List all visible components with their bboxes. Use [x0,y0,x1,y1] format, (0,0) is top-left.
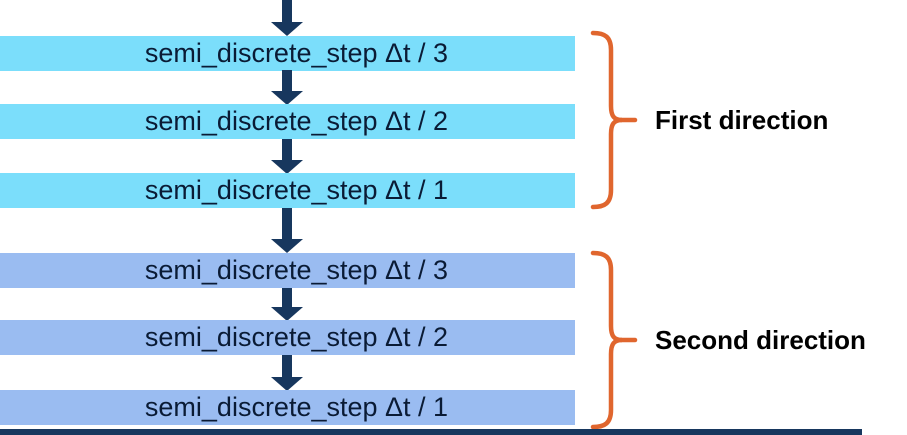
step-label: semi_discrete_step Δt / 1 [144,175,449,205]
step-box-first-2: semi_discrete_step Δt / 2 [0,104,575,139]
step-label: semi_discrete_step Δt / 3 [144,38,449,68]
curly-brace-icon [590,30,638,210]
arrow-down-icon [271,70,303,105]
step-label: semi_discrete_step Δt / 2 [144,106,449,136]
first-direction-label: First direction [655,105,829,135]
step-label: semi_discrete_step Δt / 3 [144,255,449,285]
arrow-down-icon [271,288,303,321]
step-box-second-3: semi_discrete_step Δt / 3 [0,253,575,288]
arrow-down-icon [271,139,303,174]
curly-brace-icon [590,250,638,430]
arrow-down-icon [271,208,303,253]
bottom-edge-bar [0,429,862,435]
step-label: semi_discrete_step Δt / 1 [144,392,449,422]
step-box-first-1: semi_discrete_step Δt / 1 [0,173,575,208]
step-box-first-3: semi_discrete_step Δt / 3 [0,36,575,71]
step-box-second-1: semi_discrete_step Δt / 1 [0,390,575,425]
step-box-second-2: semi_discrete_step Δt / 2 [0,320,575,355]
arrow-down-icon [271,355,303,391]
step-label: semi_discrete_step Δt / 2 [144,322,449,352]
second-direction-label: Second direction [655,325,866,355]
arrow-down-icon [271,0,303,36]
